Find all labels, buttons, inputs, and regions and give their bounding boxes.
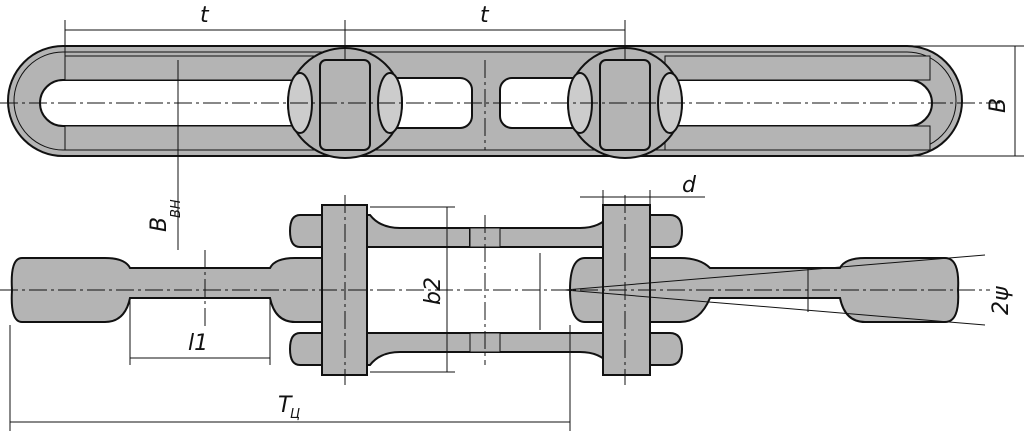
top-view xyxy=(0,45,1000,159)
pitch-label-left: t xyxy=(200,3,210,28)
total-length-label: T xyxy=(278,393,293,418)
pitch-label-right: t xyxy=(480,3,490,28)
inner-plate-top-left xyxy=(64,55,331,81)
inner-link-left xyxy=(10,257,331,323)
pin-top-right xyxy=(599,59,651,151)
link-length-label: l1 xyxy=(188,331,208,356)
side-view xyxy=(0,195,990,385)
inner-plate-bottom-left xyxy=(64,125,331,151)
inner-plate-bottom-right xyxy=(664,125,931,151)
dimensions-top: t t B B ВН xyxy=(64,3,1024,250)
width-label: B xyxy=(986,98,1011,113)
inner-gap-label: b2 xyxy=(421,277,446,305)
dimensions-side: d b2 2ψ l1 T Ц xyxy=(9,173,1014,431)
pin-top-left xyxy=(319,59,371,151)
angle-label: 2ψ xyxy=(989,286,1014,315)
inner-width-subscript: ВН xyxy=(169,199,184,218)
pin-diameter-label: d xyxy=(682,173,697,198)
inner-plate-top-right xyxy=(664,55,931,81)
inner-width-label: B xyxy=(147,217,172,232)
total-length-subscript: Ц xyxy=(290,407,300,422)
